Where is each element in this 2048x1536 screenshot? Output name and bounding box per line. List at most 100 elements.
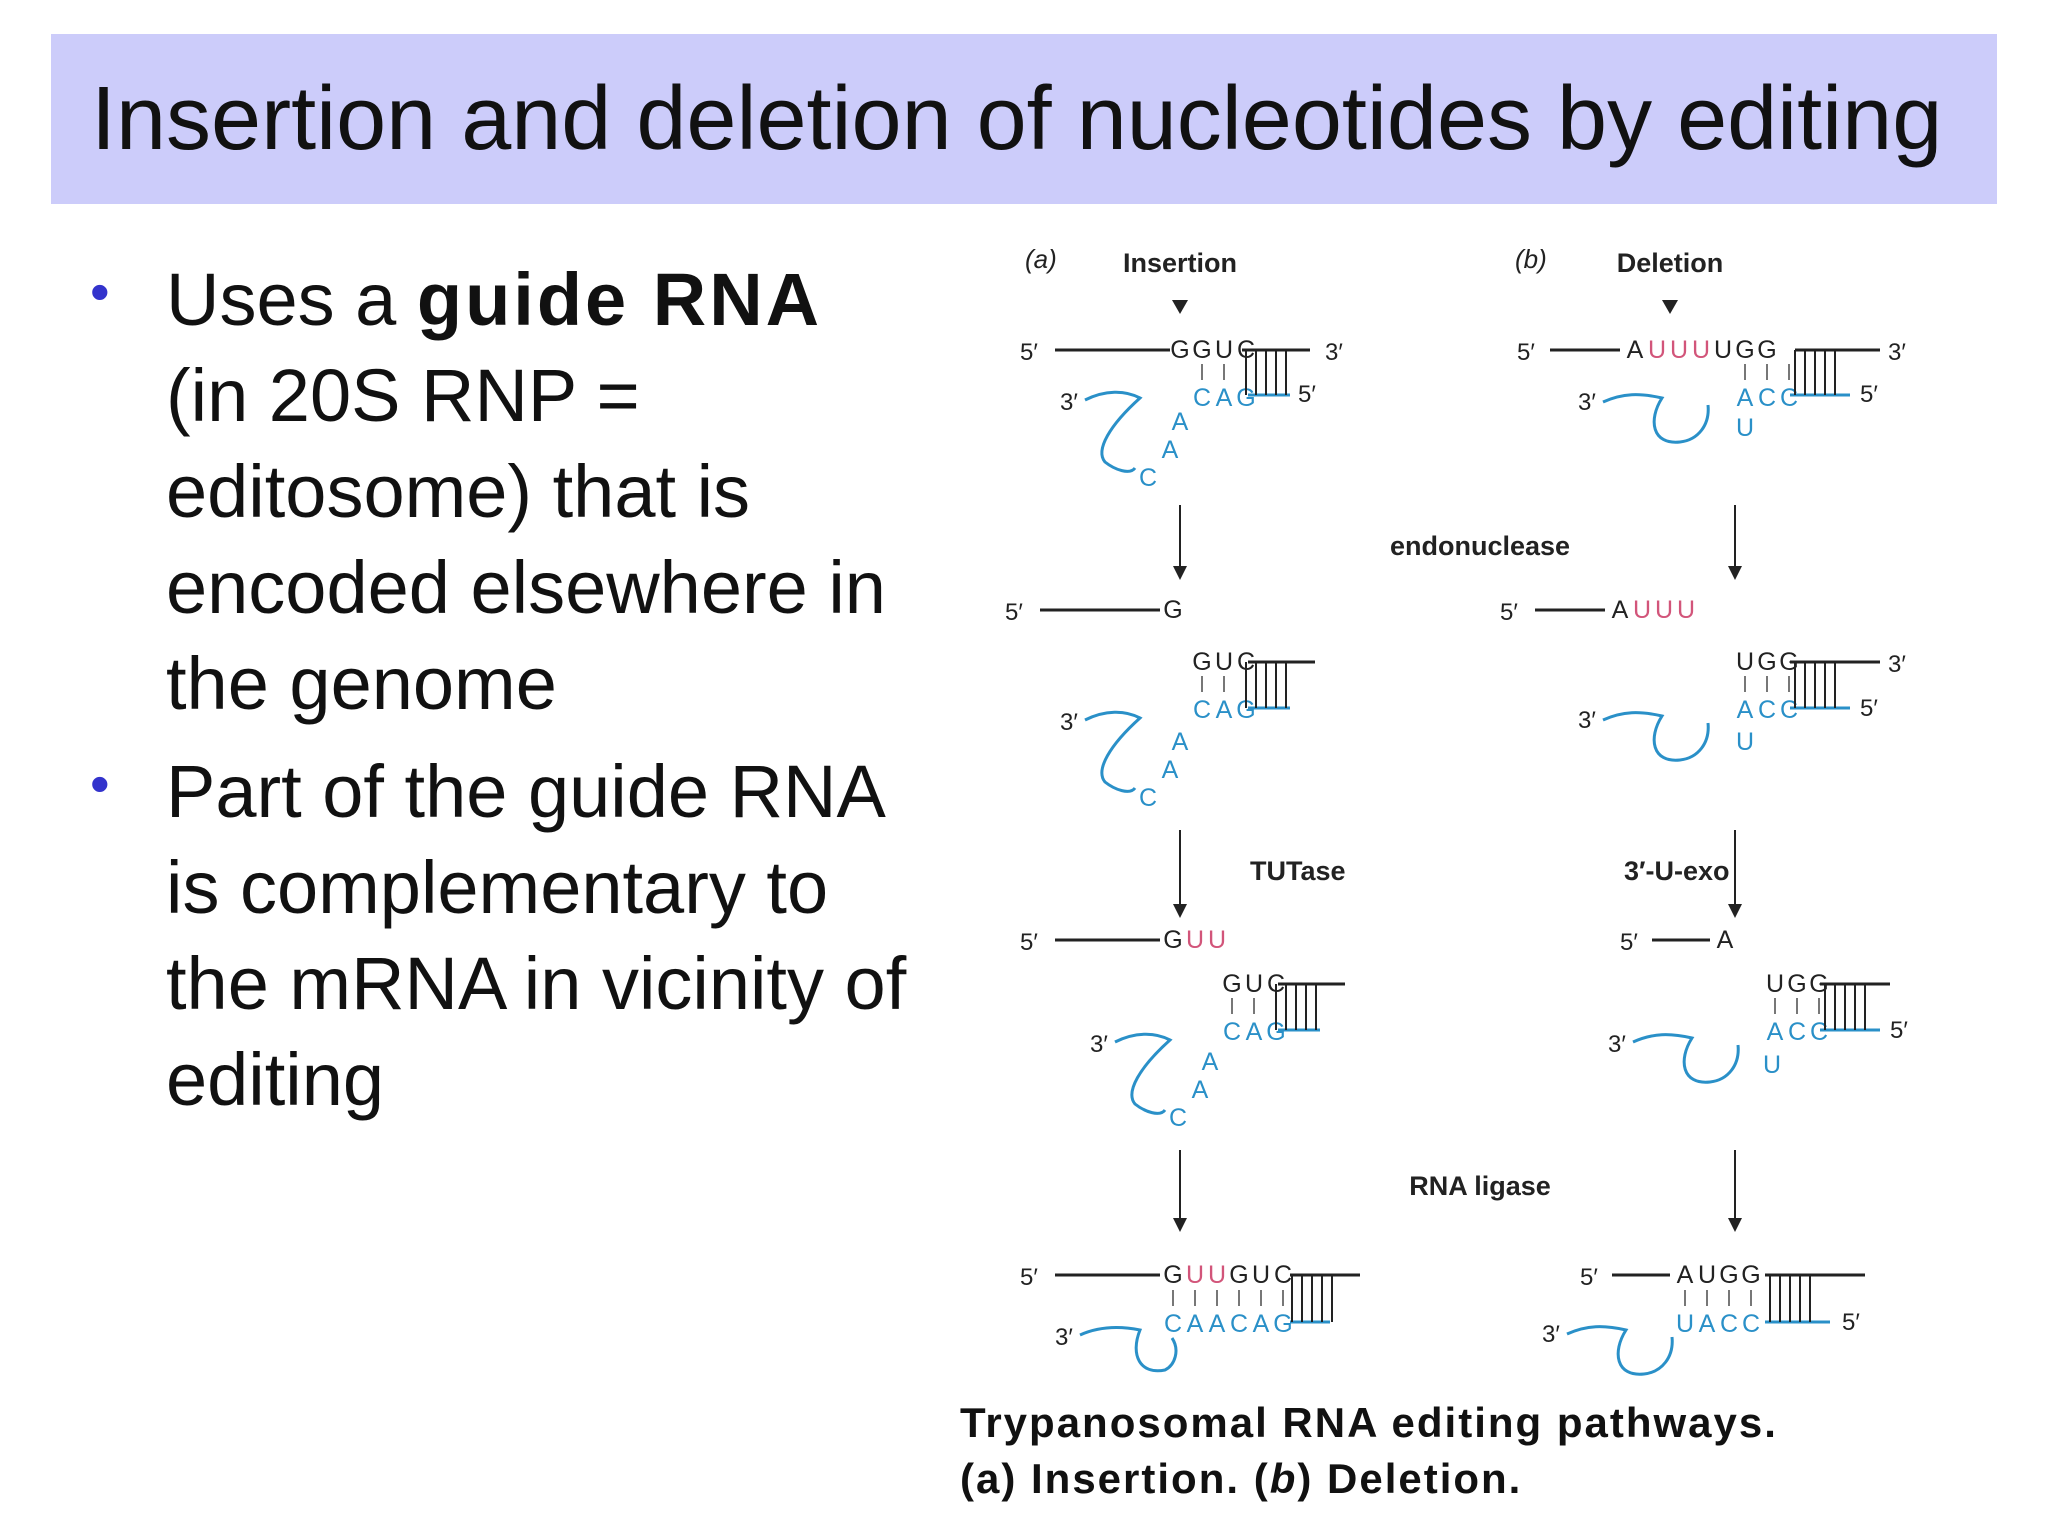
mrna-letter: U: [1677, 596, 1695, 624]
mrna-letter: G: [1170, 336, 1189, 364]
bullet-text: (in 20S RNP = editosome) that is encoded…: [166, 354, 886, 725]
guide-letter: G: [1266, 1018, 1285, 1046]
guide-letter: A: [1253, 1310, 1270, 1338]
end-label: 3′: [1060, 389, 1078, 416]
arrow-head-icon: [1728, 1218, 1742, 1232]
arrow-head-icon: [1173, 904, 1187, 918]
end-label: 5′: [1020, 339, 1038, 366]
guide-letter: C: [1230, 1310, 1248, 1338]
guide-rna-loop: [1632, 1033, 1740, 1084]
editing-diagram: (a)Insertion(b)Deletion5′GGUC3′CAG5′3′AA…: [980, 230, 2010, 1400]
mrna-letter: G: [1163, 596, 1182, 624]
guide-letter: C: [1758, 696, 1776, 724]
arrow-head-icon: [1173, 1218, 1187, 1232]
caption-line-1: Trypanosomal RNA editing pathways.: [960, 1399, 1778, 1446]
guide-letter: C: [1139, 784, 1157, 812]
end-label: 5′: [1890, 1017, 1908, 1044]
mrna-letter: G: [1735, 336, 1754, 364]
mrna-letter: U: [1252, 1261, 1270, 1289]
mrna-letter: G: [1787, 970, 1806, 998]
guide-letter: A: [1216, 696, 1233, 724]
end-label: 3′: [1888, 651, 1906, 678]
panel-title: Insertion: [1123, 248, 1237, 278]
caption-line-2: (a) Insertion. (b) Deletion.: [960, 1451, 1778, 1507]
end-label: 5′: [1005, 599, 1023, 626]
caption-text: ) Deletion.: [1297, 1455, 1523, 1502]
end-label: 3′: [1888, 339, 1906, 366]
guide-letter: A: [1209, 1310, 1226, 1338]
end-label: 3′: [1325, 339, 1343, 366]
bullet-item: • Part of the guide RNA is complementary…: [90, 744, 920, 1128]
end-label: 5′: [1517, 339, 1535, 366]
mrna-letter: G: [1192, 648, 1211, 676]
end-label: 3′: [1090, 1031, 1108, 1058]
guide-letter: A: [1192, 1076, 1209, 1104]
guide-letter: C: [1223, 1018, 1241, 1046]
mrna-letter: U: [1698, 1261, 1716, 1289]
mrna-letter: U: [1633, 596, 1651, 624]
caption-italic: b: [1269, 1455, 1298, 1502]
mrna-letter: U: [1766, 970, 1784, 998]
figure-caption: Trypanosomal RNA editing pathways. (a) I…: [960, 1395, 1778, 1507]
mrna-letter: G: [1719, 1261, 1738, 1289]
mrna-letter: C: [1274, 1261, 1292, 1289]
guide-letter: U: [1736, 728, 1754, 756]
mrna-letter: G: [1222, 970, 1241, 998]
guide-letter: C: [1780, 384, 1798, 412]
bullet-dot-icon: •: [90, 752, 110, 815]
panel-letter: (b): [1515, 244, 1547, 274]
guide-letter: C: [1810, 1018, 1828, 1046]
guide-letter: A: [1737, 384, 1754, 412]
enzyme-label: TUTase: [1250, 856, 1346, 886]
caption-text: (a) Insertion. (: [960, 1455, 1270, 1502]
mrna-letter: G: [1741, 1261, 1760, 1289]
guide-letter: C: [1164, 1310, 1182, 1338]
guide-letter: A: [1187, 1310, 1204, 1338]
mrna-letter: G: [1757, 336, 1776, 364]
end-label: 5′: [1842, 1309, 1860, 1336]
mrna-letter: U: [1714, 336, 1732, 364]
mrna-letter: G: [1809, 970, 1828, 998]
arrow-head-icon: [1173, 566, 1187, 580]
guide-letter: U: [1676, 1310, 1694, 1338]
guide-rna-loop: [1602, 711, 1710, 762]
guide-letter: C: [1720, 1310, 1738, 1338]
mrna-letter: U: [1215, 648, 1233, 676]
guide-letter: A: [1172, 728, 1189, 756]
guide-letter: A: [1737, 696, 1754, 724]
mrna-letter: U: [1655, 596, 1673, 624]
end-label: 3′: [1578, 707, 1596, 734]
mrna-letter: G: [1757, 648, 1776, 676]
end-label: 5′: [1298, 381, 1316, 408]
mrna-letter: G: [1163, 926, 1182, 954]
guide-rna-loop: [1084, 710, 1143, 793]
mrna-letter: G: [1229, 1261, 1248, 1289]
mrna-letter: U: [1670, 336, 1688, 364]
guide-letter: A: [1162, 436, 1179, 464]
bullet-text: Uses a: [166, 258, 417, 341]
guide-letter: A: [1202, 1048, 1219, 1076]
guide-letter: G: [1273, 1310, 1292, 1338]
mrna-letter: U: [1648, 336, 1666, 364]
mrna-letter: U: [1208, 1261, 1226, 1289]
end-label: 3′: [1060, 709, 1078, 736]
guide-letter: C: [1139, 464, 1157, 492]
bullet-list: • Uses a guide RNA (in 20S RNP = editoso…: [90, 252, 920, 1140]
end-label: 5′: [1500, 599, 1518, 626]
guide-letter: C: [1758, 384, 1776, 412]
mrna-letter: A: [1612, 596, 1629, 624]
mrna-letter: G: [1163, 1261, 1182, 1289]
end-label: 5′: [1580, 1264, 1598, 1291]
mrna-letter: A: [1627, 336, 1644, 364]
guide-letter: C: [1780, 696, 1798, 724]
guide-letter: A: [1216, 384, 1233, 412]
arrow-head-icon: [1728, 904, 1742, 918]
bullet-dot-icon: •: [90, 260, 110, 323]
end-label: 3′: [1608, 1031, 1626, 1058]
end-label: 5′: [1020, 1264, 1038, 1291]
mrna-letter: U: [1186, 1261, 1204, 1289]
end-label: 5′: [1620, 929, 1638, 956]
mrna-letter: U: [1692, 336, 1710, 364]
mrna-letter: A: [1677, 1261, 1694, 1289]
guide-letter: G: [1236, 696, 1255, 724]
